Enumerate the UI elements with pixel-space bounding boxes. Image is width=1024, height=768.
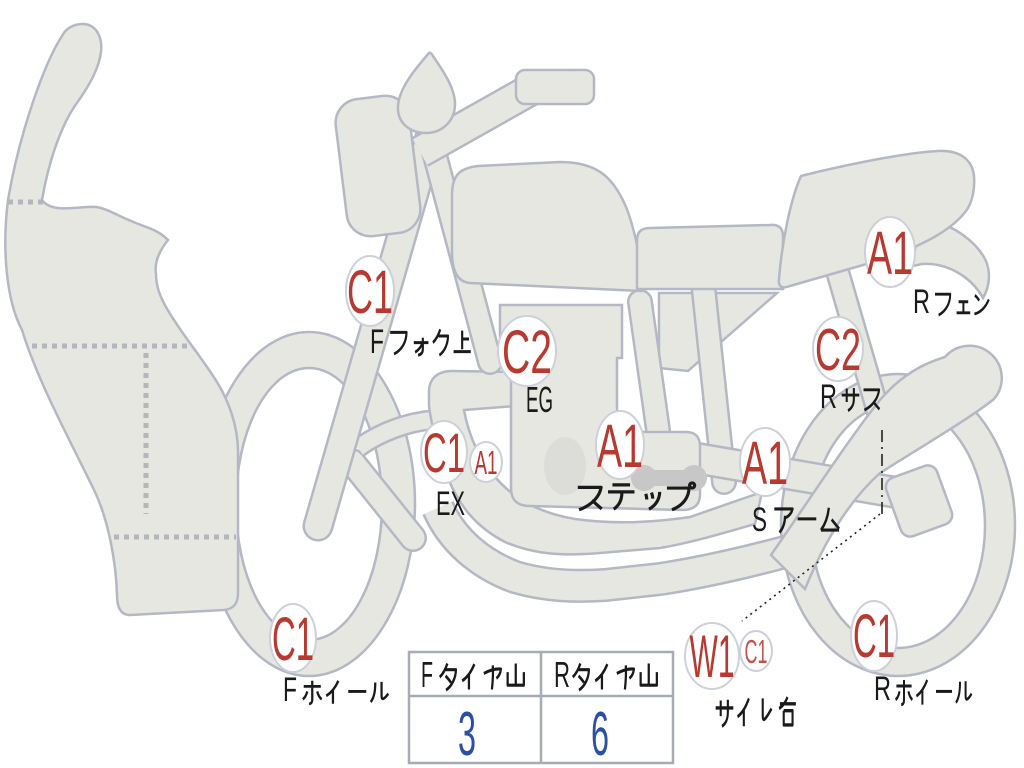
svg-text:A1: A1 xyxy=(867,219,913,287)
svg-text:F: F xyxy=(283,671,297,709)
svg-text:C1: C1 xyxy=(853,602,895,670)
svg-text:C2: C2 xyxy=(502,318,552,386)
svg-text:EG: EG xyxy=(526,379,553,420)
svg-text:6: 6 xyxy=(591,700,609,768)
svg-text:S: S xyxy=(752,501,767,539)
svg-text:F: F xyxy=(421,654,433,695)
svg-text:F: F xyxy=(370,323,384,361)
svg-text:C1: C1 xyxy=(347,258,393,326)
svg-text:A1: A1 xyxy=(597,412,643,480)
svg-text:A1: A1 xyxy=(475,444,498,481)
svg-text:W1: W1 xyxy=(690,623,735,690)
svg-text:C2: C2 xyxy=(815,317,861,383)
svg-text:A1: A1 xyxy=(742,429,788,497)
svg-text:R: R xyxy=(820,378,837,416)
svg-text:R: R xyxy=(874,670,891,708)
svg-text:C1: C1 xyxy=(423,421,465,484)
svg-text:C1: C1 xyxy=(272,605,314,673)
svg-text:R: R xyxy=(554,654,570,695)
svg-text:EX: EX xyxy=(436,485,465,523)
svg-text:3: 3 xyxy=(458,700,476,768)
svg-text:C1: C1 xyxy=(745,633,768,670)
svg-text:R: R xyxy=(913,283,930,321)
